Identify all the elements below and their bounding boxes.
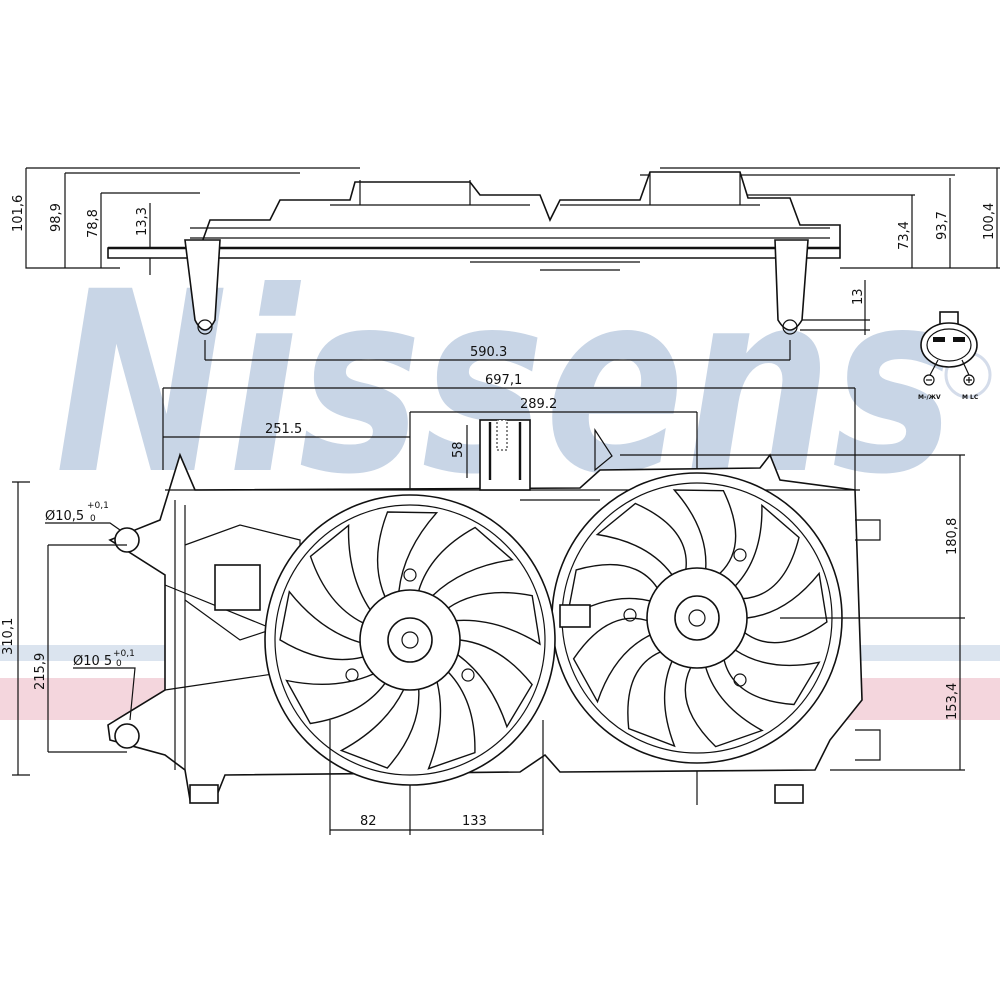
pin-minus-label: M-/ЖV	[918, 394, 941, 401]
hole-lower-tol-zero: 0	[116, 659, 122, 669]
hole-lower-tol-plus: +0,1	[113, 649, 135, 659]
dim-153-4: 153,4	[945, 683, 960, 720]
fan-blade	[744, 571, 828, 644]
dim-590-3: 590.3	[470, 345, 507, 360]
pin-minus-icon	[923, 374, 935, 386]
hole-lower-label: Ø10 5	[73, 654, 112, 669]
fan-blade	[279, 590, 364, 661]
fan-blade	[427, 671, 476, 770]
hole-upper-tol-plus: +0,1	[87, 501, 109, 511]
dim-697-1: 697,1	[485, 373, 522, 388]
fan-blade	[376, 511, 439, 598]
fan-blade	[417, 526, 514, 597]
hole-upper-tol-zero: 0	[90, 514, 96, 524]
dim-78-8: 78,8	[86, 209, 101, 238]
right-fan-motor-icon	[623, 548, 748, 687]
dim-82: 82	[360, 814, 377, 829]
dim-289-2: 289.2	[520, 397, 557, 412]
fan-blade	[572, 617, 651, 704]
fan-blade	[595, 502, 687, 576]
fan-blade	[723, 649, 821, 706]
dim-98-9: 98,9	[49, 203, 64, 232]
fan-blade	[684, 666, 764, 748]
front-view: 697,1 289.2 251.5 58	[1, 373, 965, 835]
dim-13: 13	[851, 288, 866, 305]
fan-blade	[309, 523, 372, 624]
fan-blade	[627, 651, 676, 748]
side-view: 101,6 98,9 78,8 13,3 73,4 93,7 100,4 13 …	[11, 167, 1000, 361]
pin-plus-label: M LC	[962, 394, 979, 401]
dim-215-9: 215,9	[33, 653, 48, 690]
fan-blade	[339, 688, 420, 769]
fan-blade	[734, 503, 800, 600]
left-fan-motor-icon	[345, 568, 475, 691]
dim-251-5: 251.5	[265, 422, 302, 437]
dim-58: 58	[451, 441, 466, 458]
dim-13-3: 13,3	[135, 207, 150, 236]
hole-upper-label: Ø10,5	[45, 509, 84, 524]
fan-blade	[447, 591, 541, 646]
pin-plus-icon	[963, 374, 975, 386]
dim-73-4: 73,4	[897, 221, 912, 250]
dim-100-4: 100,4	[982, 203, 997, 240]
dim-133: 133	[462, 814, 487, 829]
fan-blade	[672, 489, 737, 575]
dim-93-7: 93,7	[935, 211, 950, 240]
dim-180-8: 180,8	[945, 518, 960, 555]
dim-101-6: 101,6	[11, 195, 26, 232]
dim-310-1: 310,1	[1, 618, 16, 655]
left-fan-blades	[279, 511, 541, 770]
fan-blade	[457, 639, 533, 729]
connector-detail: M-/ЖV M LC	[918, 311, 979, 401]
